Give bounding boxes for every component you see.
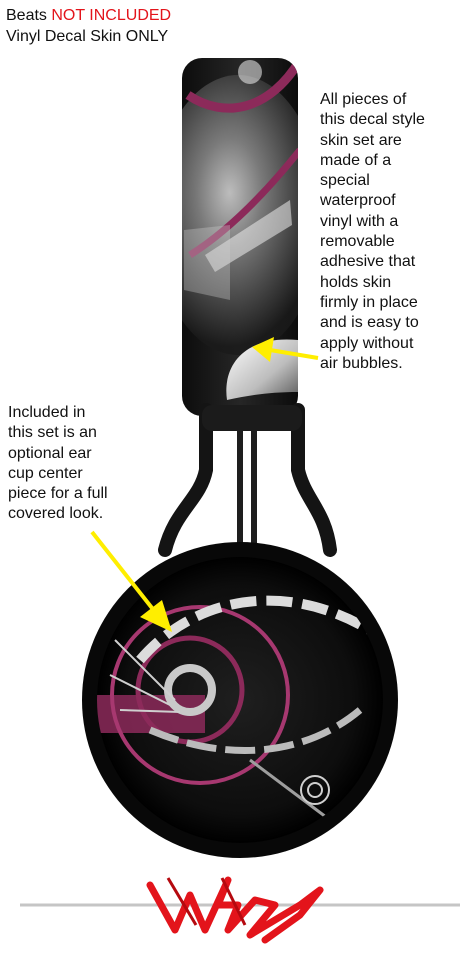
callout-line: holds skin bbox=[320, 273, 392, 291]
callout-line: All pieces of bbox=[320, 91, 407, 108]
header-beats-text: Beats bbox=[6, 7, 47, 24]
callout-line: skin set are bbox=[320, 131, 402, 149]
callout-line: special bbox=[320, 172, 370, 190]
header-line-2: Vinyl Decal Skin ONLY bbox=[6, 28, 169, 45]
callout-line: and is easy to bbox=[320, 314, 419, 332]
callout-line: removable bbox=[320, 233, 395, 251]
header-not-included-text: NOT INCLUDED bbox=[51, 7, 172, 24]
callout-line: this set is an bbox=[8, 424, 97, 442]
callout-line: made of a bbox=[320, 151, 392, 169]
callout-line: Included in bbox=[8, 404, 86, 421]
arrow-to-ear-cup-icon bbox=[90, 530, 172, 632]
ear-cup bbox=[82, 542, 398, 858]
callout-ear-cup-info: Included in this set is an optional ear … bbox=[8, 403, 178, 525]
callout-line: this decal style bbox=[320, 111, 425, 129]
headband-skin bbox=[182, 58, 298, 416]
callout-line: apply without bbox=[320, 334, 414, 352]
callout-line: adhesive that bbox=[320, 253, 416, 271]
callout-line: optional ear bbox=[8, 444, 92, 462]
ear-cup-skin bbox=[97, 595, 383, 822]
header-line-1: Beats NOT INCLUDED bbox=[6, 6, 171, 26]
callout-line: piece for a full bbox=[8, 485, 108, 503]
headphone-yoke bbox=[158, 403, 337, 560]
callout-line: air bubbles. bbox=[320, 354, 403, 372]
callout-line: cup center bbox=[8, 464, 83, 482]
callout-line: firmly in place bbox=[320, 293, 418, 311]
brand-logo bbox=[20, 876, 460, 944]
callout-material-info: All pieces of this decal style skin set … bbox=[320, 90, 470, 374]
callout-line: vinyl with a bbox=[320, 212, 399, 230]
callout-line: covered look. bbox=[8, 505, 104, 523]
callout-line: waterproof bbox=[320, 192, 396, 210]
arrow-to-headband-icon bbox=[252, 337, 319, 362]
